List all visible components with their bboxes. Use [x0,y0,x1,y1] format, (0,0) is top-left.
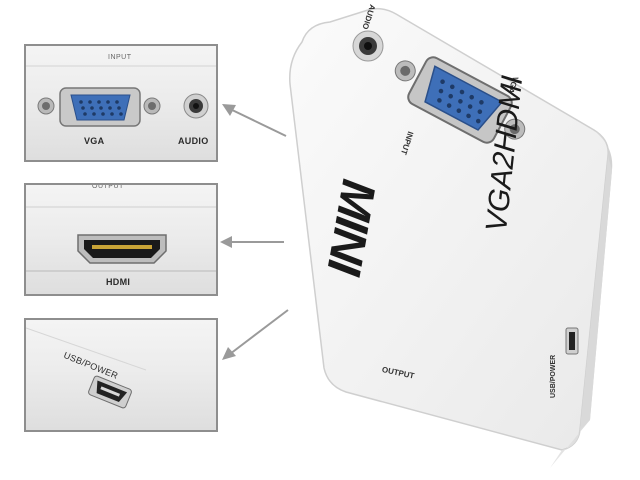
input-inset-header: INPUT [108,54,132,61]
vga-port-icon [59,87,141,127]
vga-screw-right-icon [143,97,161,115]
vga-label: VGA [84,136,105,146]
device-usb-power-label: USB/POWER [550,354,557,398]
vga2hdmi-converter-box [289,7,613,468]
hdmi-closeup [26,206,216,272]
audio-label: AUDIO [178,136,209,146]
usb-closeup [26,327,147,409]
usb-power-inset: USB/POWER [24,318,218,432]
input-ports-inset: INPUT VGA AUDIO [24,44,218,162]
device-vga-port-icon [394,56,526,144]
hdmi-port-icon [77,234,167,264]
output-inset-header: OUTPUT [92,183,124,190]
hdmi-label: HDMI [106,277,131,287]
arrow-to-output-icon [220,236,284,248]
arrow-to-usb-icon [222,309,289,360]
output-port-inset: OUTPUT HDMI [24,183,218,296]
device-mini-usb-port-icon [565,327,579,355]
device-audio-jack-icon [352,30,384,62]
mini-usb-port-icon [88,375,132,409]
arrow-to-input-icon [222,104,287,137]
vga-screw-left-icon [37,97,55,115]
vga-audio-closeup [26,65,216,127]
audio-jack-icon [183,93,209,119]
